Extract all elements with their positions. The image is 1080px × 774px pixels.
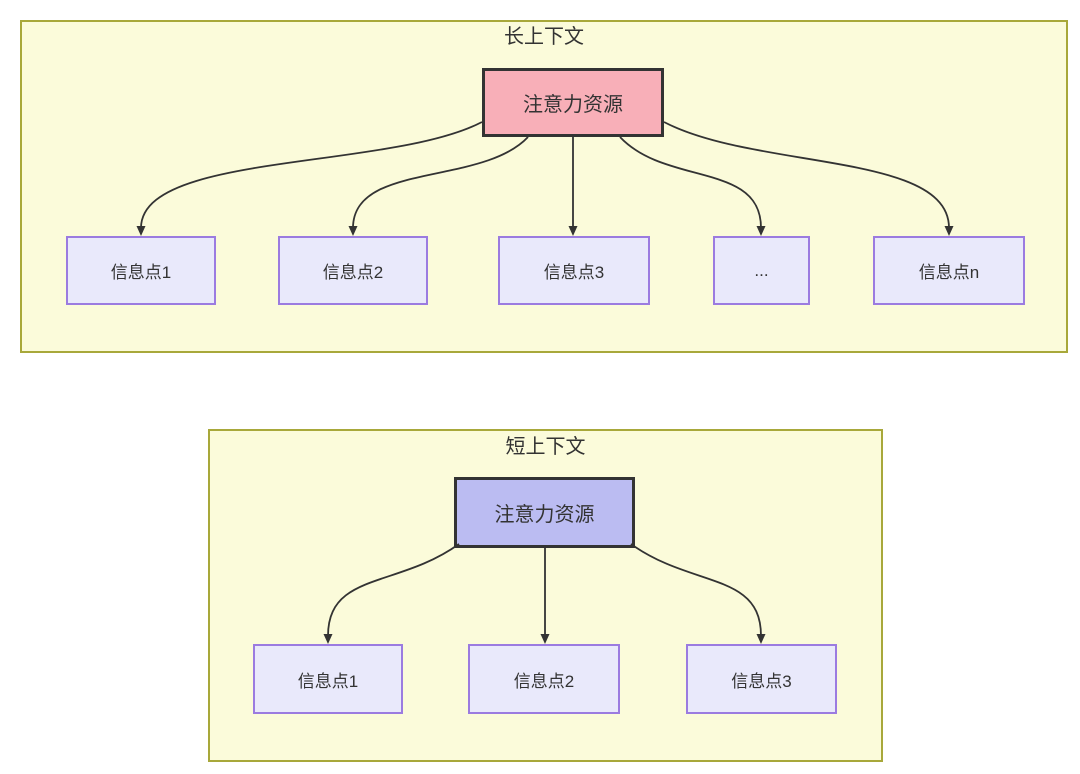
long-attention-box: 注意力资源 [482, 68, 664, 137]
long-info-label-1: 信息点1 [110, 263, 172, 282]
long-info-box-2: 信息点2 [278, 236, 428, 305]
long-info-box-3: 信息点3 [498, 236, 650, 305]
long-info-label-n: 信息点n [918, 263, 980, 282]
short-attention-label: 注意力资源 [494, 504, 595, 526]
long-info-label-ellipsis: ... [754, 260, 769, 280]
long-info-label-2: 信息点2 [322, 263, 384, 282]
long-info-label-3: 信息点3 [543, 263, 605, 282]
long-info-box-ellipsis: ... [713, 236, 810, 305]
long-context-title: 长上下文 [504, 26, 584, 48]
short-context-title: 短上下文 [505, 436, 586, 458]
short-info-box-2: 信息点2 [468, 644, 620, 714]
long-info-box-n: 信息点n [873, 236, 1025, 305]
short-info-label-2: 信息点2 [513, 671, 575, 691]
short-info-label-3: 信息点3 [731, 671, 792, 691]
short-info-box-1: 信息点1 [253, 644, 403, 714]
long-info-box-1: 信息点1 [66, 236, 216, 305]
short-attention-box: 注意力资源 [454, 477, 635, 548]
long-attention-label: 注意力资源 [523, 94, 623, 116]
short-info-box-3: 信息点3 [686, 644, 837, 714]
short-info-label-1: 信息点1 [297, 671, 359, 691]
